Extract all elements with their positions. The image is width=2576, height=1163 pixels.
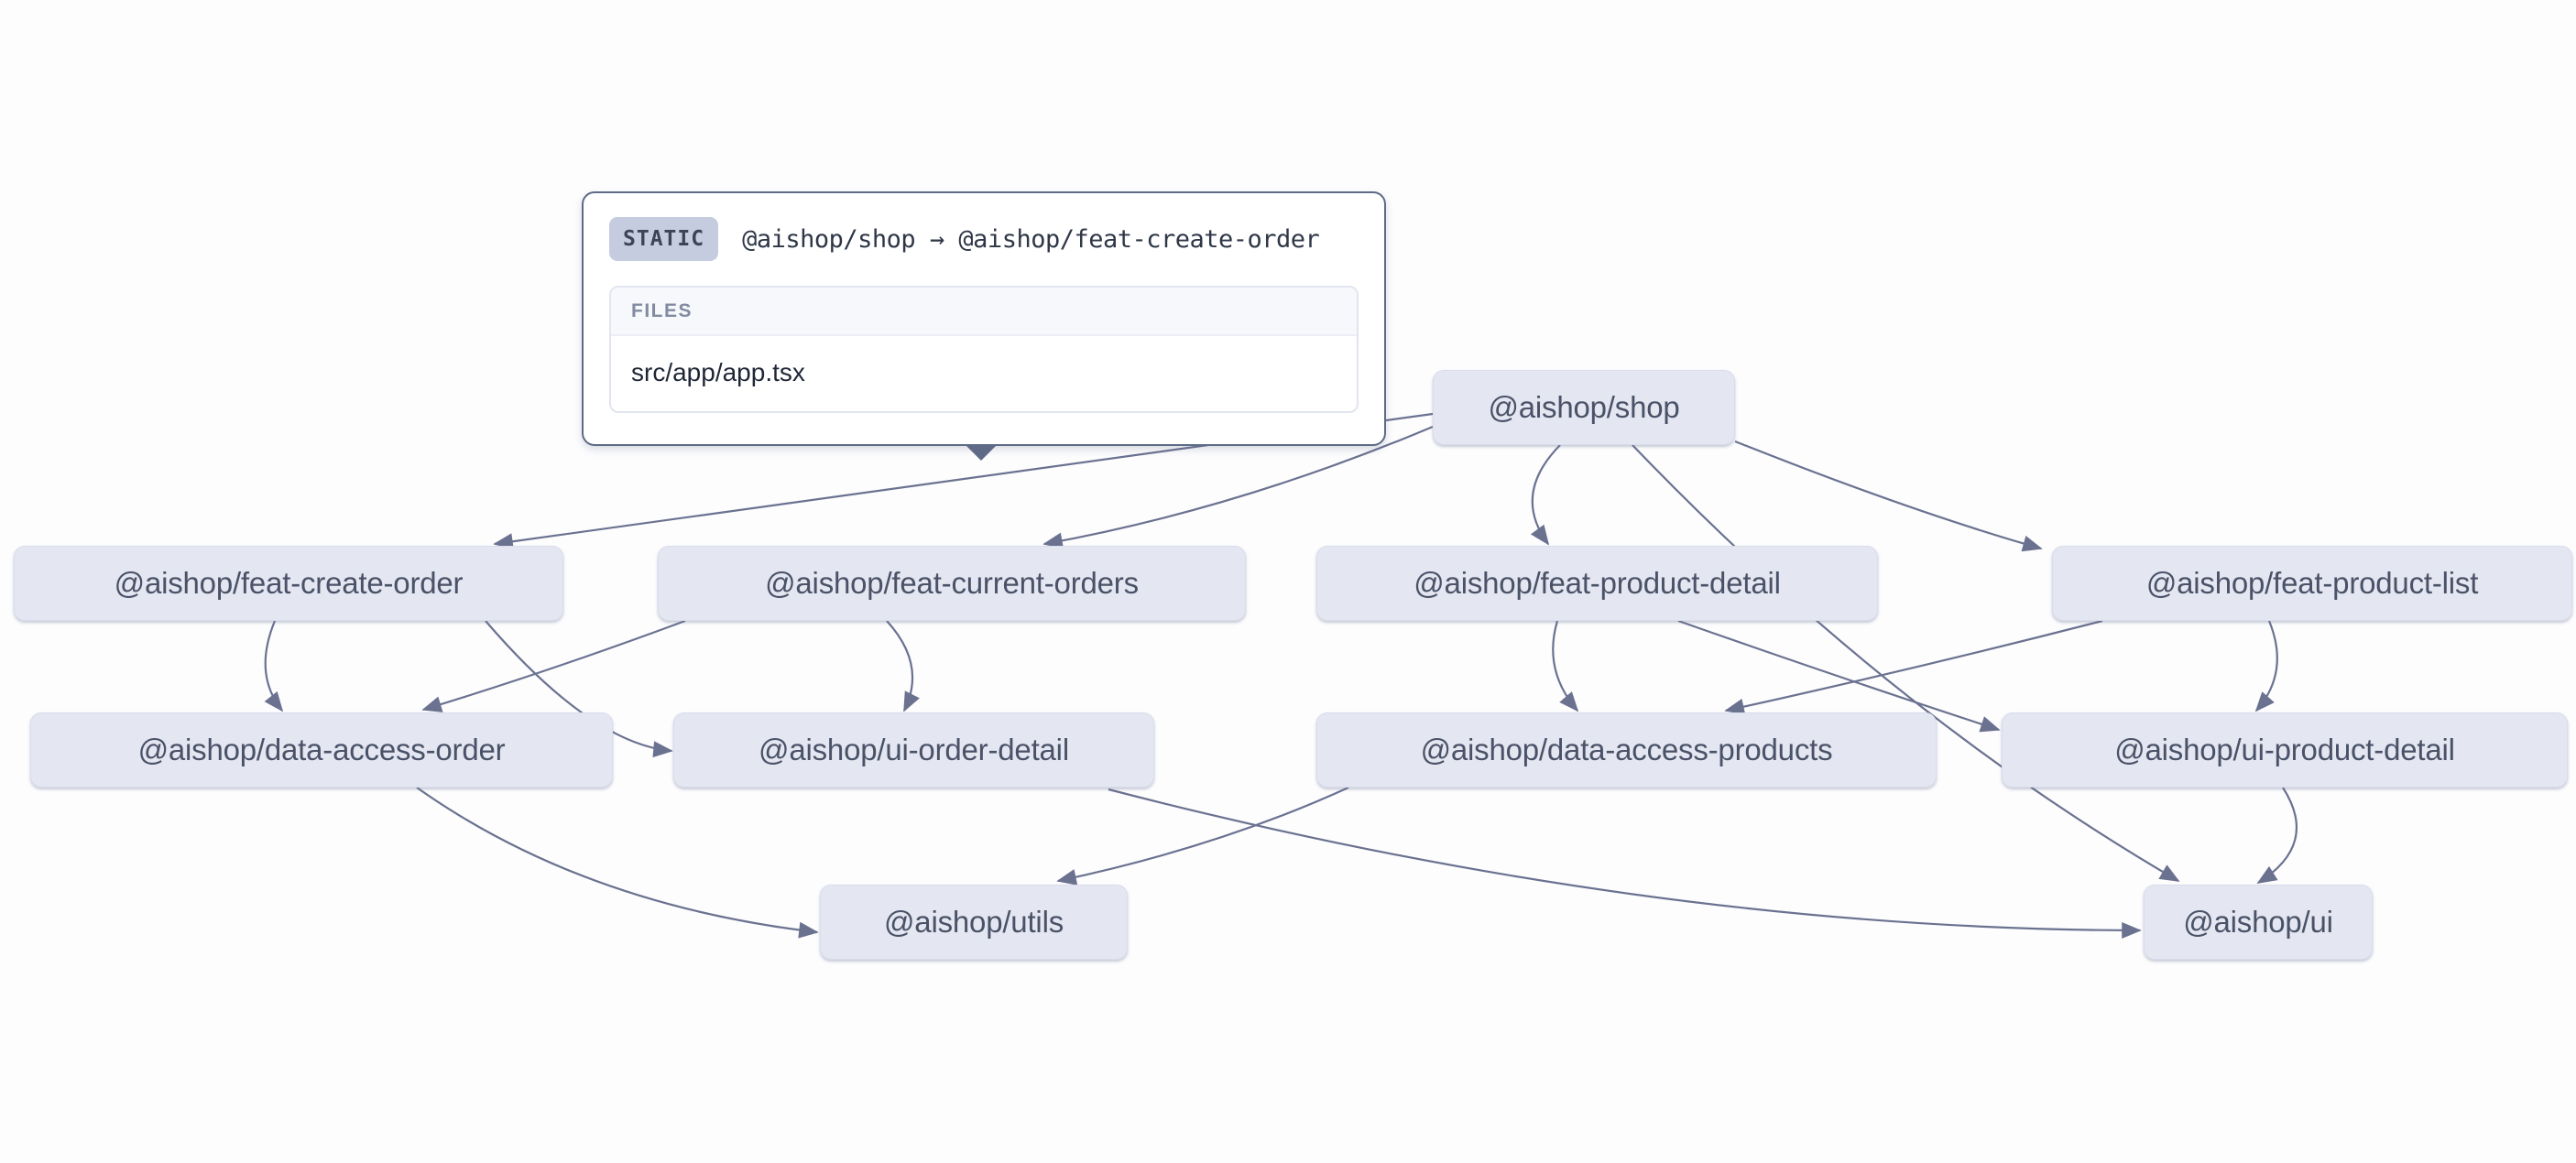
edge-shop-to-ui[interactable] (1632, 444, 2180, 882)
tooltip-caret-icon (965, 444, 998, 461)
graph-node-data-access-products[interactable]: @aishop/data-access-products (1316, 712, 1937, 788)
graph-node-feat-current-orders[interactable]: @aishop/feat-current-orders (658, 546, 1246, 621)
edge-feat-product-detail-to-ui-product-detail[interactable] (1677, 619, 2001, 733)
graph-node-feat-product-list[interactable]: @aishop/feat-product-list (2052, 546, 2572, 621)
files-header-label: FILES (611, 288, 1357, 336)
edge-relation-text: @aishop/shop → @aishop/feat-create-order (742, 224, 1320, 254)
graph-node-ui-order-detail[interactable]: @aishop/ui-order-detail (673, 712, 1154, 788)
files-panel: FILES src/app/app.tsx (609, 286, 1359, 413)
edge-feat-product-list-to-data-access-products[interactable] (1724, 619, 2103, 715)
tooltip-header: STATIC @aishop/shop → @aishop/feat-creat… (609, 217, 1359, 261)
file-item[interactable]: src/app/app.tsx (631, 358, 805, 386)
edge-feat-product-list-to-ui-product-detail[interactable] (2254, 620, 2278, 712)
graph-node-shop[interactable]: @aishop/shop (1433, 370, 1735, 445)
graph-node-feat-create-order[interactable]: @aishop/feat-create-order (14, 546, 563, 621)
graph-node-feat-product-detail[interactable]: @aishop/feat-product-detail (1316, 546, 1878, 621)
edge-type-badge: STATIC (609, 217, 719, 261)
edge-feat-create-order-to-data-access-order[interactable] (264, 620, 284, 712)
edge-data-access-order-to-utils[interactable] (416, 787, 819, 939)
edge-ui-order-detail-to-ui[interactable] (1108, 788, 2142, 939)
graph-node-data-access-order[interactable]: @aishop/data-access-order (30, 712, 613, 788)
edge-feat-product-detail-to-data-access-products[interactable] (1552, 620, 1579, 712)
edge-tooltip: STATIC @aishop/shop → @aishop/feat-creat… (582, 191, 1386, 461)
edge-ui-product-detail-to-ui[interactable] (2256, 787, 2298, 884)
edge-shop-to-feat-current-orders[interactable] (1042, 425, 1434, 549)
edge-feat-current-orders-to-data-access-order[interactable] (421, 619, 686, 712)
graph-node-ui[interactable]: @aishop/ui (2144, 885, 2373, 960)
edge-feat-current-orders-to-ui-order-detail[interactable] (886, 620, 920, 712)
graph-node-utils[interactable]: @aishop/utils (820, 885, 1128, 960)
edge-shop-to-feat-product-list[interactable] (1734, 440, 2043, 552)
edge-data-access-products-to-utils[interactable] (1056, 786, 1349, 886)
graph-node-ui-product-detail[interactable]: @aishop/ui-product-detail (2002, 712, 2568, 788)
edge-shop-to-feat-product-detail[interactable] (1530, 444, 1561, 546)
